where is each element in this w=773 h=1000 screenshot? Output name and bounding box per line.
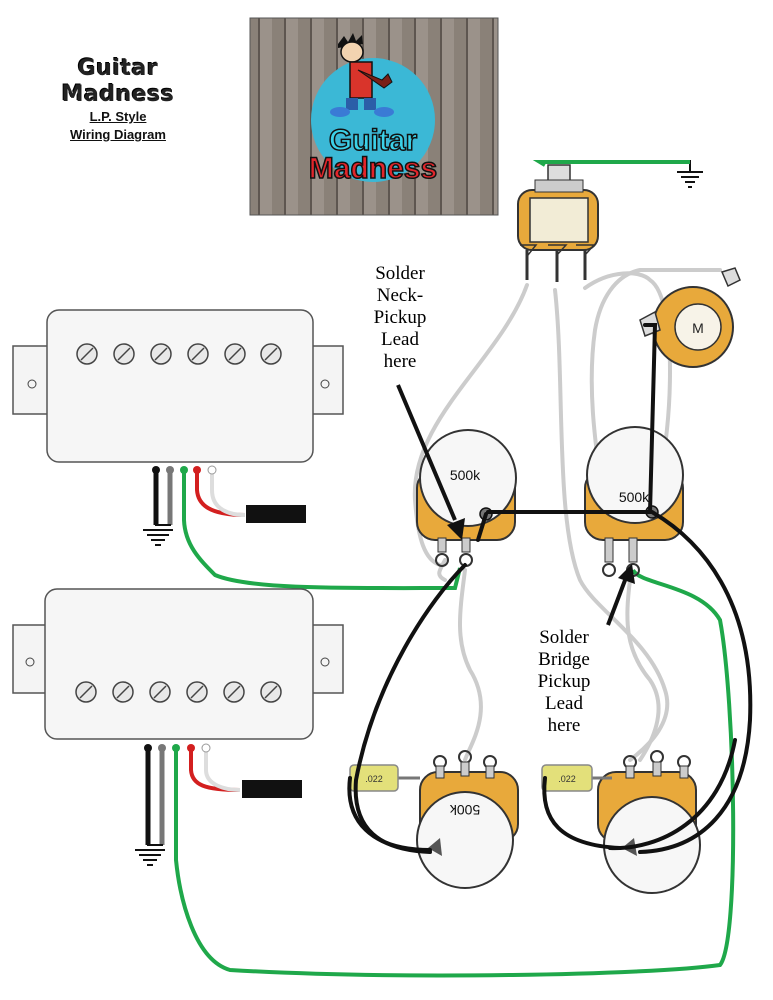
volume-pot-neck: 500k — [416, 429, 517, 567]
logo-text-line2: Madness — [309, 152, 437, 185]
cap-neck-label: .022 — [365, 774, 383, 784]
subtitle-line2: Wiring Diagram — [70, 127, 166, 142]
cap-bridge: .022 — [541, 764, 612, 792]
cap-bridge-label: .022 — [558, 774, 576, 784]
bridge-pole-screws — [75, 681, 282, 703]
ground-symbol-top — [677, 160, 703, 188]
volume-bridge-label: 500k — [619, 489, 650, 505]
bridge-arrow — [606, 564, 635, 626]
green-ground-wire-top — [532, 160, 690, 167]
neck-pickup — [12, 309, 462, 591]
output-jack — [517, 164, 599, 282]
neck-solder-note: Solder Neck- Pickup Lead here — [373, 263, 427, 372]
tone-pot-bridge — [597, 750, 701, 894]
logo-circle — [311, 58, 435, 182]
neck-arrow — [396, 384, 465, 540]
ground-symbol-bridge — [135, 844, 165, 866]
subtitle-line1: L.P. Style — [89, 109, 147, 124]
bridge-pickup — [12, 568, 736, 978]
gray-wires — [412, 268, 722, 762]
black-wires — [347, 323, 753, 854]
tone-pot-neck: 500k — [416, 750, 519, 889]
tone-neck-label: 500k — [449, 802, 480, 818]
cap-neck: .022 — [349, 764, 420, 792]
brand-header: Guitar Madness L.P. Style Wiring Diagram — [28, 56, 208, 144]
bridge-solder-note: Solder Bridge Pickup Lead here — [537, 627, 591, 736]
logo-text-line1: Guitar — [329, 124, 418, 157]
switch-label: M — [692, 320, 704, 336]
volume-neck-label: 500k — [450, 467, 481, 483]
guitarist-icon — [330, 33, 394, 117]
neck-pole-screws — [76, 343, 282, 365]
toggle-switch: M — [639, 267, 741, 368]
volume-pot-bridge: 500k — [584, 426, 684, 577]
ground-symbol-neck — [143, 524, 173, 546]
logo: Guitar Madness — [249, 17, 499, 216]
brand-title: Guitar Madness — [61, 56, 175, 107]
